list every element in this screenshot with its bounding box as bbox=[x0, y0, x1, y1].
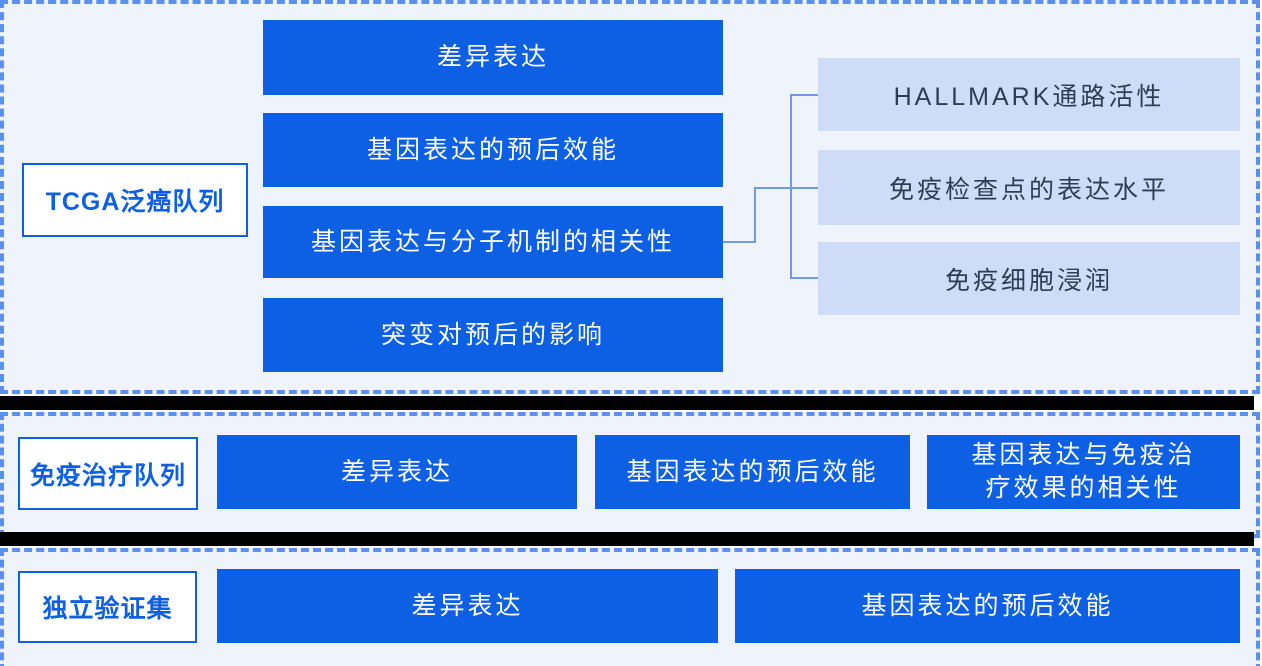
connector-line bbox=[790, 94, 792, 279]
box-immunotherapy-response-correlation: 基因表达与免疫治 疗效果的相关性 bbox=[927, 435, 1240, 509]
box-text: HALLMARK通路活性 bbox=[893, 82, 1165, 111]
immunotherapy-cohort-label-text: 免疫治疗队列 bbox=[29, 461, 186, 490]
validation-set-panel: 独立验证集 差异表达 基因表达的预后效能 bbox=[0, 548, 1260, 666]
tcga-cohort-label: TCGA泛癌队列 bbox=[22, 163, 248, 237]
immunotherapy-cohort-panel: 免疫治疗队列 差异表达 基因表达的预后效能 基因表达与免疫治 疗效果的相关性 bbox=[0, 412, 1260, 538]
connector-line bbox=[790, 277, 818, 279]
box-text: 基因表达与分子机制的相关性 bbox=[310, 227, 675, 256]
validation-set-label-text: 独立验证集 bbox=[42, 595, 173, 623]
box-text: 免疫检查点的表达水平 bbox=[888, 175, 1169, 204]
connector-line bbox=[790, 94, 818, 96]
box-prognostic-efficacy-tcga: 基因表达的预后效能 bbox=[263, 113, 723, 187]
box-text: 差异表达 bbox=[340, 457, 453, 486]
immunotherapy-cohort-label: 免疫治疗队列 bbox=[18, 437, 198, 510]
box-text: 基因表达的预后效能 bbox=[861, 591, 1114, 620]
box-mutation-prognosis-impact: 突变对预后的影响 bbox=[263, 298, 723, 372]
box-differential-expression-validation: 差异表达 bbox=[217, 569, 718, 643]
box-immune-cell-infiltration: 免疫细胞浸润 bbox=[818, 242, 1240, 315]
box-differential-expression-tcga: 差异表达 bbox=[263, 20, 723, 95]
box-text: 突变对预后的影响 bbox=[380, 320, 605, 349]
validation-set-label: 独立验证集 bbox=[18, 571, 197, 643]
tcga-cohort-label-text: TCGA泛癌队列 bbox=[45, 188, 225, 216]
box-text: 基因表达与免疫治 疗效果的相关性 bbox=[971, 441, 1196, 502]
box-molecular-mechanism-correlation: 基因表达与分子机制的相关性 bbox=[263, 206, 723, 278]
box-prognostic-efficacy-validation: 基因表达的预后效能 bbox=[735, 569, 1240, 643]
connector-line bbox=[754, 187, 818, 189]
box-text: 基因表达的预后效能 bbox=[366, 135, 619, 164]
box-text: 免疫细胞浸润 bbox=[944, 266, 1113, 295]
section-divider bbox=[0, 396, 1254, 410]
section-divider bbox=[0, 532, 1254, 546]
box-prognostic-efficacy-immuno: 基因表达的预后效能 bbox=[595, 435, 910, 509]
box-differential-expression-immuno: 差异表达 bbox=[217, 435, 577, 509]
box-text: 基因表达的预后效能 bbox=[626, 457, 879, 486]
connector-line bbox=[723, 241, 756, 243]
box-immune-checkpoint-expression: 免疫检查点的表达水平 bbox=[818, 150, 1240, 225]
box-hallmark-pathway-activity: HALLMARK通路活性 bbox=[818, 58, 1240, 131]
box-text: 差异表达 bbox=[411, 591, 524, 620]
box-text: 差异表达 bbox=[436, 43, 549, 71]
connector-line bbox=[754, 187, 756, 243]
tcga-cohort-panel: TCGA泛癌队列 差异表达 基因表达的预后效能 基因表达与分子机制的相关性 突变… bbox=[0, 0, 1260, 394]
